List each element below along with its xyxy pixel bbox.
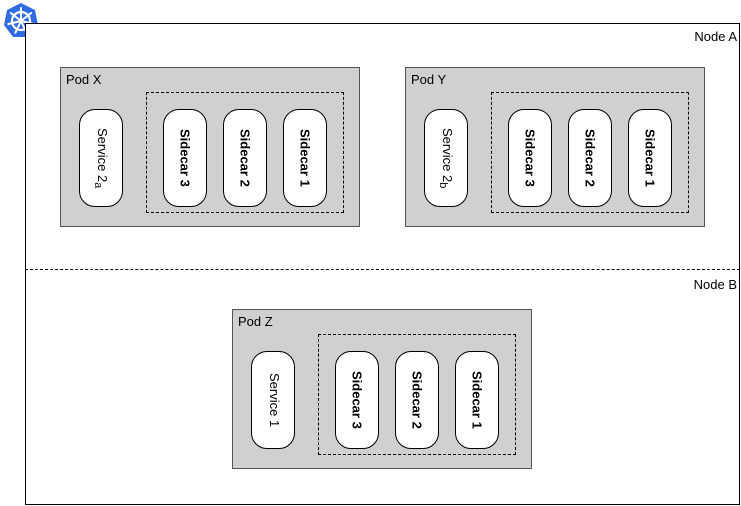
node-divider [25,269,740,270]
sidecar-label: Sidecar 1 [297,129,313,187]
service-subscript: a [92,182,105,189]
sidecar-label: Sidecar 2 [237,129,253,187]
sidecar-label: Sidecar 3 [522,129,538,187]
sidecar-label: Sidecar 1 [642,129,658,187]
sidecar-box[interactable]: Sidecar 1 [628,109,672,207]
service-name: Service 1 [266,372,282,428]
service-box[interactable]: Service 2a [79,109,123,207]
sidecar-label: Sidecar 3 [349,371,365,429]
sidecar-group [491,92,689,213]
sidecar-box[interactable]: Sidecar 3 [163,109,207,207]
service-subscript: b [437,182,450,189]
pod-y[interactable]: Pod Y Service 2b Sidecar 3 Sidecar 2 Sid… [405,67,705,227]
sidecar-box[interactable]: Sidecar 1 [283,109,327,207]
node-b-label: Node B [693,277,737,292]
pod-label: Pod Y [411,72,447,87]
sidecar-group [146,92,344,213]
sidecar-group [318,334,516,455]
service-name: Service 2 [439,127,455,183]
sidecar-label: Sidecar 2 [582,129,598,187]
service-label: Service 2b [437,128,455,188]
service-box[interactable]: Service 2b [424,109,468,207]
service-label: Service 1 [264,373,282,427]
sidecar-box[interactable]: Sidecar 2 [395,351,439,449]
sidecar-box[interactable]: Sidecar 2 [223,109,267,207]
pod-x[interactable]: Pod X Service 2a Sidecar 3 Sidecar 2 Sid… [60,67,360,227]
sidecar-label: Sidecar 1 [469,371,485,429]
sidecar-box[interactable]: Sidecar 3 [508,109,552,207]
node-a-label: Node A [694,29,737,44]
pod-label: Pod X [66,72,102,87]
sidecar-label: Sidecar 3 [177,129,193,187]
service-label: Service 2a [92,128,110,188]
sidecar-box[interactable]: Sidecar 2 [568,109,612,207]
sidecar-label: Sidecar 2 [409,371,425,429]
service-box[interactable]: Service 1 [251,351,295,449]
pod-label: Pod Z [238,314,273,329]
service-name: Service 2 [94,127,110,183]
sidecar-box[interactable]: Sidecar 3 [335,351,379,449]
pod-z[interactable]: Pod Z Service 1 Sidecar 3 Sidecar 2 Side… [232,309,532,469]
sidecar-box[interactable]: Sidecar 1 [455,351,499,449]
